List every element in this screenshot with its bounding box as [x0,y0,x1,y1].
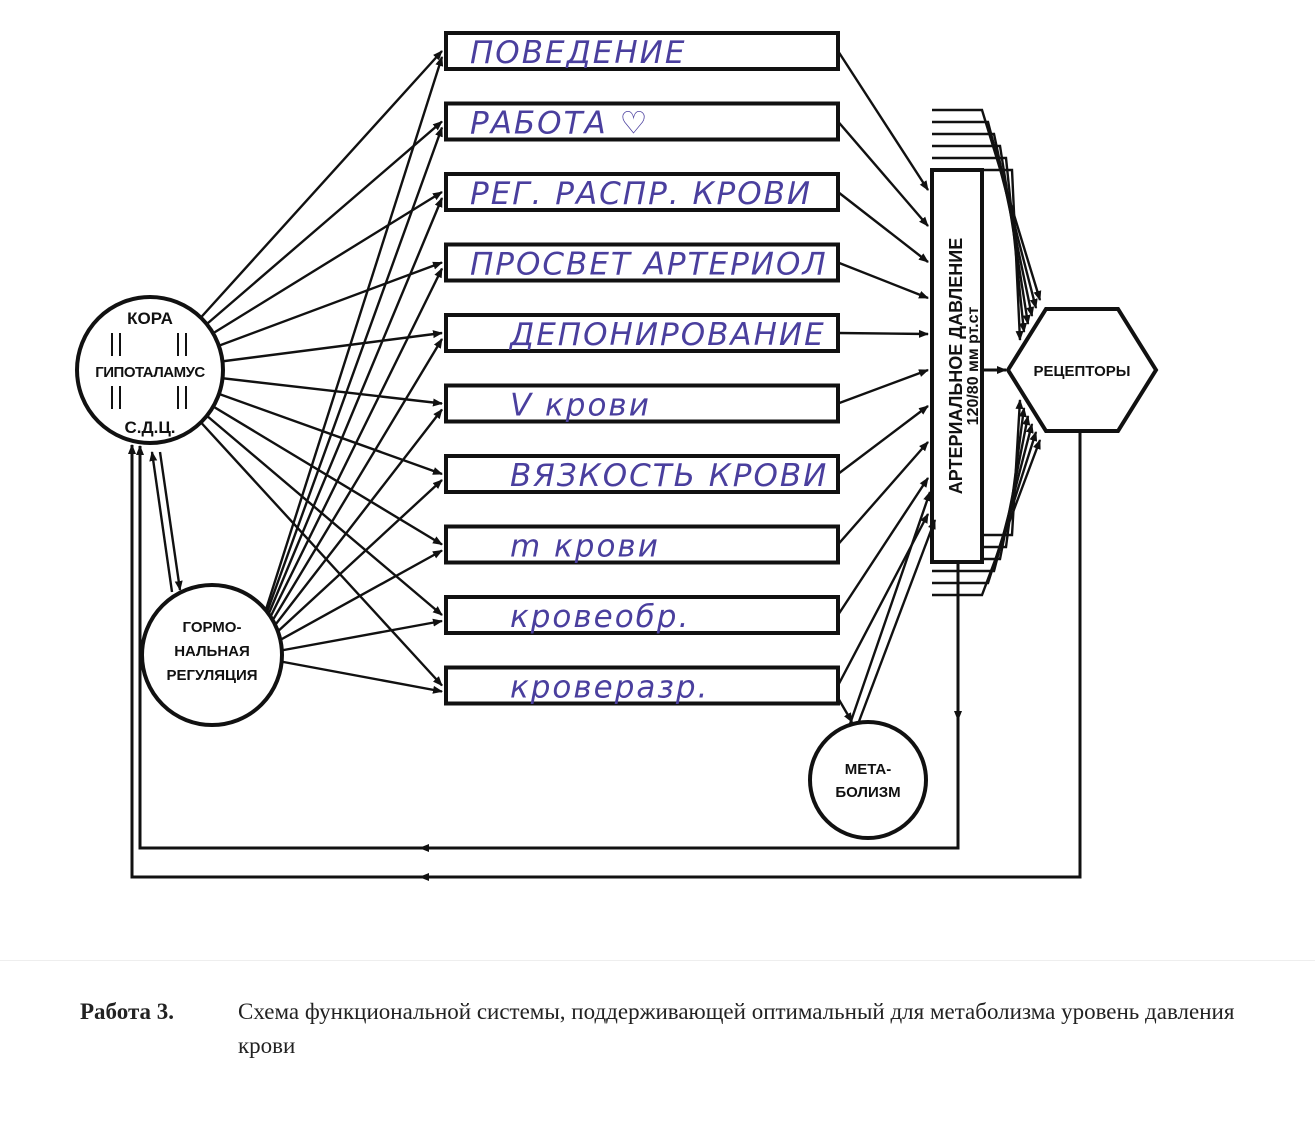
hypothalamus-label: ГИПОТАЛАМУС [95,364,205,381]
hormonal-to-box-arrow [261,656,443,694]
effector-box-label: ДЕПОНИРОВАНИЕ [508,317,826,353]
pressure-comb-top-line [932,132,1035,317]
arterial-pressure-label: АРТЕРИАЛЬНОЕ ДАВЛЕНИЕ [946,238,966,494]
pressure-comb-top-line [932,108,1042,301]
hormonal-to-box-arrow [261,479,443,647]
caption-number: Работа 3. [80,999,175,1024]
effector-box: РЕГ. РАСПР. КРОВИ [444,172,840,212]
box-to-pressure-arrow [837,368,929,405]
metabolism-label-line1: МЕТА- [845,761,892,778]
effector-box: ВЯЗКОСТЬ КРОВИ [444,454,840,494]
caption-text: Схема функциональной системы, поддержива… [238,999,1235,1058]
effector-box: ПОВЕДЕНИЕ [444,31,840,71]
box-to-pressure-arrow [837,120,929,227]
effector-box-label: кроверазр. [510,670,709,706]
effector-box-label: ПОВЕДЕНИЕ [470,35,686,71]
cortex-to-box-arrow [189,261,443,358]
cortex-label: КОРА [127,309,173,328]
effector-box-label: m крови [510,529,660,565]
effector-box-label: РАБОТА ♡ [470,106,649,142]
effector-box: ДЕПОНИРОВАНИЕ [444,313,840,353]
metabolism-label-line2: БОЛИЗМ [835,784,900,801]
hormonal-to-box-arrow [261,549,443,652]
pressure-comb-bottom-line [932,431,1038,585]
effector-box: кроверазр. [444,665,840,706]
cortex-to-box-arrow [189,400,443,616]
pressure-comb-top-line [932,120,1038,309]
effector-box-label: РЕГ. РАСПР. КРОВИ [470,176,812,212]
box-to-pressure-arrow [836,50,930,191]
metabolism-node: МЕТА- БОЛИЗМ [808,720,928,840]
internal-bidirectional-arrows-icon [111,333,187,409]
effector-box: РАБОТА ♡ [444,101,840,142]
box-to-pressure-arrow [836,477,930,616]
figure-caption: Работа 3. Схема функциональной системы, … [80,995,1290,1063]
cortex-to-box-arrow [189,391,443,546]
cortex-to-box-arrow [189,330,443,367]
hormonal-to-box-arrow [260,56,444,623]
hormonal-to-box-arrow [260,126,444,627]
pressure-comb-bottom-line [932,423,1034,573]
receptors-node: РЕЦЕПТОРЫ [1005,307,1159,433]
hormonal-regulation-node: ГОРМО- НАЛЬНАЯ РЕГУЛЯЦИЯ [140,583,284,727]
separator [0,960,1315,961]
box-to-pressure-arrow [837,441,929,546]
effector-box-label: V крови [510,388,651,424]
effector-box: V крови [444,383,840,424]
pressure-bar-comb-lines [932,108,1042,597]
effector-box: m крови [444,524,840,565]
vasomotor-center-label: С.Д.Ц. [125,418,176,437]
effector-box: кровеобр. [444,595,840,635]
pressure-comb-bottom-line [932,439,1042,597]
cortex-to-box-arrow [189,190,443,349]
cortex-hypothalamus-node: КОРА ГИПОТАЛАМУС С.Д.Ц. [75,295,225,445]
hormonal-to-box-arrow [260,197,444,631]
cortex-to-box-arrow [189,382,443,476]
box-to-pressure-arrow [837,191,929,263]
effector-box-label: ВЯЗКОСТЬ КРОВИ [510,458,828,494]
effector-box-label: ПРОСВЕТ АРТЕРИОЛ [470,247,828,283]
cortex-to-box-arrow [189,50,443,331]
box-to-pressure-arrow [837,261,929,300]
pressure-value-label: 120/80 мм рт.ст [965,307,982,426]
cortex-to-box-arrow [189,409,443,687]
effector-boxes: ПОВЕДЕНИЕ РАБОТА ♡ РЕГ. РАСПР. КРОВИ ПРОСВЕ… [444,31,840,706]
box-to-pressure-arrow [837,405,929,475]
feedback-loops [128,366,1082,881]
effector-box: ПРОСВЕТ АРТЕРИОЛ [444,242,840,283]
hormonal-to-box-arrow [260,338,444,639]
functional-system-diagram: ПОВЕДЕНИЕ РАБОТА ♡ РЕГ. РАСПР. КРОВИ ПРОСВЕ… [75,31,1159,881]
hormonal-to-box-arrow [261,618,443,656]
cortex-to-box-arrow [189,120,443,340]
hormonal-to-box-arrow [260,267,444,635]
arterial-pressure-bar: АРТЕРИАЛЬНОЕ ДАВЛЕНИЕ 120/80 мм рт.ст [930,108,1042,597]
receptors-label: РЕЦЕПТОРЫ [1034,363,1131,380]
box-to-pressure-arrow [837,329,929,338]
connection-arrows [189,50,930,694]
pressure-comb-top-line [932,144,1031,325]
hormonal-label-line3: РЕГУЛЯЦИЯ [166,667,257,684]
hormonal-label-line2: НАЛЬНАЯ [174,643,250,660]
cortex-to-box-arrow [189,373,443,407]
hormonal-label-line1: ГОРМО- [183,619,242,636]
hormonal-to-box-arrow [261,408,443,643]
effector-box-label: кровеобр. [510,599,690,635]
